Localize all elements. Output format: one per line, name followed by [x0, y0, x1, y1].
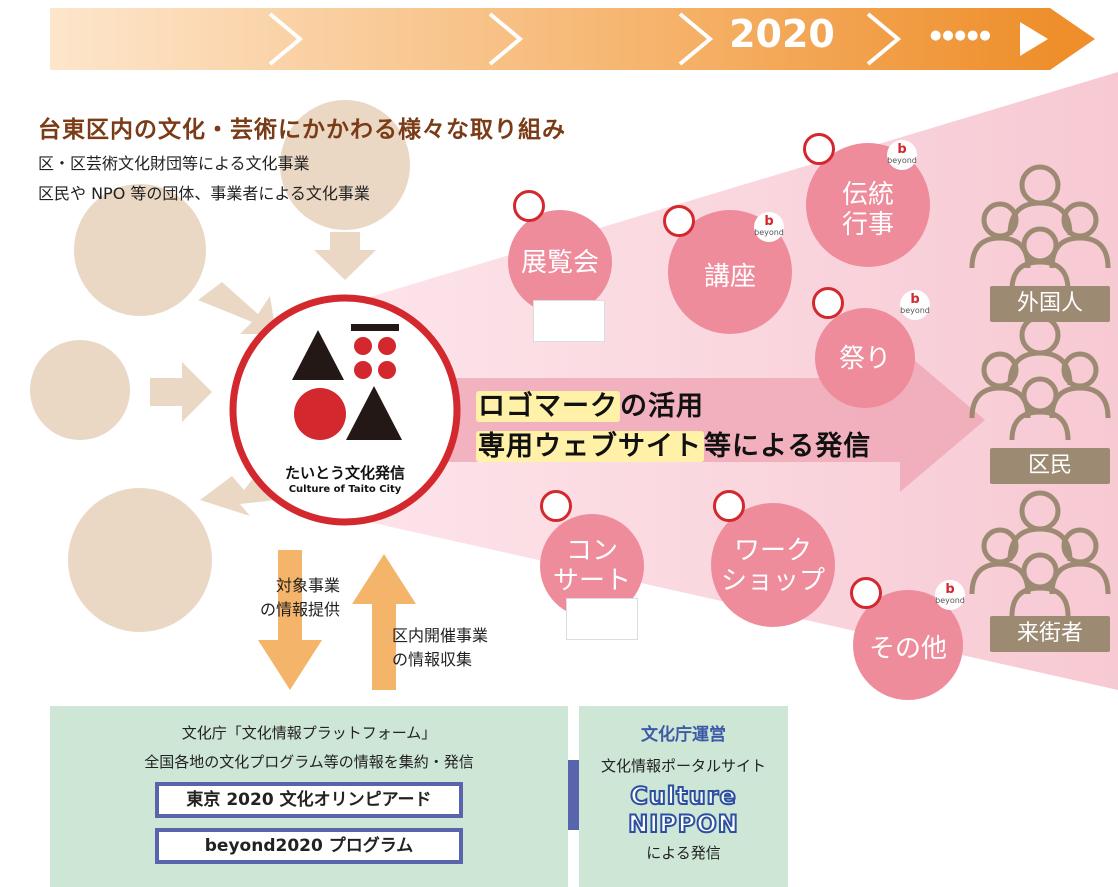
- message-line-1: ロゴマークの活用: [476, 384, 704, 423]
- olympiad-box: 東京 2020 文化オリンピアード: [155, 782, 463, 818]
- page-heading: 台東区内の文化・芸術にかかわる様々な取り組み: [38, 117, 566, 143]
- timeline-bar: [50, 8, 1095, 70]
- mini-logo-icon: [663, 205, 695, 237]
- platform-line2: 全国各地の文化プログラム等の情報を集約・発信: [144, 753, 474, 771]
- up-arrow: [352, 554, 416, 690]
- down-arrow-label-2: の情報提供: [259, 600, 340, 619]
- mini-logo-icon: [803, 133, 835, 165]
- platform-panel: 文化庁「文化情報プラットフォーム」 全国各地の文化プログラム等の情報を集約・発信…: [50, 706, 568, 887]
- event-lecture: 講座: [703, 262, 756, 292]
- down-arrow: [258, 550, 322, 690]
- event-workshop: ワーク ショップ: [720, 536, 825, 596]
- event-concert: コン サート: [552, 536, 631, 596]
- timeline-dots: ●●●●●: [930, 28, 992, 43]
- input-circles: [30, 100, 410, 632]
- portal-footer: による発信: [646, 844, 721, 862]
- people-icons: [972, 164, 1108, 616]
- down-arrow-label: 対象事業 の情報提供: [240, 574, 340, 622]
- event-festival: 祭り: [838, 344, 891, 374]
- down-arrow-label-1: 対象事業: [275, 576, 340, 595]
- message-line-2: 専用ウェブサイト等による発信: [476, 424, 871, 463]
- flyer-image: [566, 598, 638, 640]
- mini-logo-icon: [713, 490, 745, 522]
- logo-name-ja: たいとう文化発信: [284, 464, 405, 482]
- mini-logo-icon: [513, 190, 545, 222]
- event-traditional: 伝統 行事: [841, 180, 894, 240]
- message-highlight-website: 専用ウェブサイト: [476, 431, 704, 462]
- portal-title: 文化庁運営: [641, 725, 726, 745]
- mini-logo-icon: [812, 287, 844, 319]
- up-arrow-label-1: 区内開催事業: [392, 626, 489, 645]
- message-highlight-logomark: ロゴマーク: [476, 391, 620, 422]
- logo-name-en: Culture of Taito City: [288, 484, 402, 495]
- audience-residents: 区民: [990, 448, 1110, 484]
- subline-1: 区・区芸術文化財団等による文化事業: [38, 154, 310, 173]
- event-other: その他: [868, 634, 947, 664]
- event-exhibition: 展覧会: [520, 248, 599, 278]
- subline-2: 区民や NPO 等の団体、事業者による文化事業: [38, 184, 370, 203]
- audience-foreigners: 外国人: [990, 286, 1110, 322]
- main-logo-mark: [292, 324, 402, 440]
- message-line1-rest: の活用: [620, 391, 704, 422]
- flyer-image: [533, 300, 605, 342]
- culture-nippon-logo-line1: Culture: [629, 781, 737, 811]
- mini-logo-icon: [850, 577, 882, 609]
- up-arrow-label: 区内開催事業 の情報収集: [392, 624, 488, 672]
- platform-line1: 文化庁「文化情報プラットフォーム」: [181, 724, 437, 742]
- mini-logo-icon: [540, 490, 572, 522]
- culture-nippon-logo-line2: NIPPON: [627, 809, 739, 839]
- audience-visitors: 来街者: [990, 616, 1110, 652]
- portal-panel: 文化庁運営 文化情報ポータルサイト Culture NIPPON による発信: [579, 706, 788, 887]
- portal-subtitle: 文化情報ポータルサイト: [600, 757, 766, 775]
- event-circles: [508, 143, 963, 700]
- message-line2-rest: 等による発信: [704, 431, 872, 462]
- beyond2020-box: beyond2020 プログラム: [155, 828, 463, 864]
- up-arrow-label-2: の情報収集: [392, 650, 473, 669]
- timeline-year: 2020: [729, 12, 835, 56]
